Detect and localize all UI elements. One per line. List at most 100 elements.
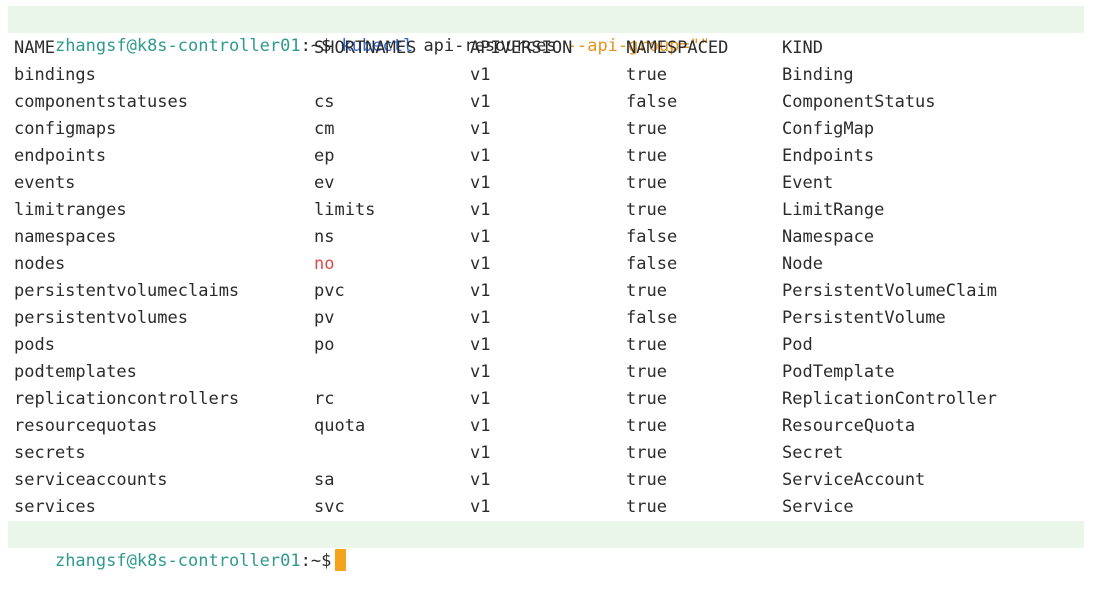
cell-shortname: svc: [314, 497, 345, 517]
cell-kind: Event: [782, 173, 834, 193]
cell-namespaced: true: [626, 146, 667, 166]
cell-apiversion: v1: [470, 308, 491, 328]
cell-kind: ReplicationController: [782, 389, 997, 409]
command-flag-value: "": [689, 36, 711, 56]
final-prompt-user-host: zhangsf@k8s-controller01: [54, 551, 301, 571]
final-prompt-line[interactable]: zhangsf@k8s-controller01:~$: [8, 521, 1084, 571]
cell-kind: ComponentStatus: [782, 92, 936, 112]
cell-shortname: quota: [314, 416, 366, 436]
cell-namespaced: true: [626, 119, 667, 139]
cell-kind: PersistentVolumeClaim: [782, 281, 997, 301]
cell-apiversion: v1: [470, 119, 491, 139]
cell-namespaced: true: [626, 443, 667, 463]
cell-kind: Service: [782, 497, 854, 517]
cell-apiversion: v1: [470, 173, 491, 193]
cell-namespaced: false: [626, 227, 678, 247]
cell-kind: Endpoints: [782, 146, 875, 166]
cell-namespaced: true: [626, 389, 667, 409]
cell-name: bindings: [14, 65, 96, 85]
cell-kind: Binding: [782, 65, 854, 85]
cell-name: componentstatuses: [14, 92, 188, 112]
table-row: endpoints ep v1 true Endpoints: [8, 143, 1084, 170]
cell-apiversion: v1: [470, 92, 491, 112]
cell-namespaced: true: [626, 470, 667, 490]
cell-kind: ConfigMap: [782, 119, 875, 139]
cell-apiversion: v1: [470, 65, 491, 85]
table-row: bindings v1 true Binding: [8, 62, 1084, 89]
cell-namespaced: true: [626, 362, 667, 382]
cell-apiversion: v1: [470, 281, 491, 301]
cell-kind: PersistentVolume: [782, 308, 946, 328]
cell-apiversion: v1: [470, 146, 491, 166]
cell-namespaced: true: [626, 281, 667, 301]
header-shortnames: SHORTNAMES: [314, 38, 417, 58]
cell-namespaced: true: [626, 200, 667, 220]
cell-kind: LimitRange: [782, 200, 885, 220]
cell-name: secrets: [14, 443, 86, 463]
cell-kind: Pod: [782, 335, 813, 355]
cell-kind: PodTemplate: [782, 362, 895, 382]
cell-shortname: limits: [314, 200, 376, 220]
cell-namespaced: true: [626, 416, 667, 436]
cell-shortname: cm: [314, 119, 335, 139]
cell-apiversion: v1: [470, 200, 491, 220]
cell-shortname: no: [314, 254, 335, 274]
table-row: secrets v1 true Secret: [8, 440, 1084, 467]
cell-name: podtemplates: [14, 362, 137, 382]
cell-namespaced: false: [626, 254, 678, 274]
cell-apiversion: v1: [470, 254, 491, 274]
cell-kind: ResourceQuota: [782, 416, 916, 436]
cell-name: persistentvolumes: [14, 308, 188, 328]
cell-kind: Secret: [782, 443, 844, 463]
prompt-path: :~$: [300, 36, 342, 56]
cell-namespaced: true: [626, 335, 667, 355]
command-args: api-resources: [413, 36, 567, 56]
cell-shortname: po: [314, 335, 335, 355]
cell-apiversion: v1: [470, 389, 491, 409]
header-namespaced: NAMESPACED: [626, 38, 729, 58]
table-row: limitranges limits v1 true LimitRange: [8, 197, 1084, 224]
cell-name: services: [14, 497, 96, 517]
cell-shortname: pvc: [314, 281, 345, 301]
cell-name: limitranges: [14, 200, 127, 220]
cell-name: events: [14, 173, 76, 193]
prompt-user-host: zhangsf@k8s-controller01: [54, 36, 301, 56]
cell-apiversion: v1: [470, 443, 491, 463]
cell-namespaced: false: [626, 92, 678, 112]
cell-apiversion: v1: [470, 416, 491, 436]
cell-namespaced: true: [626, 497, 667, 517]
header-kind: KIND: [782, 38, 823, 58]
cell-namespaced: true: [626, 65, 667, 85]
cell-name: nodes: [14, 254, 66, 274]
cell-apiversion: v1: [470, 497, 491, 517]
header-name: NAME: [14, 38, 55, 58]
cell-apiversion: v1: [470, 470, 491, 490]
cell-name: namespaces: [14, 227, 117, 247]
table-header-row: NAME SHORTNAMES APIVERSION NAMESPACED KI…: [8, 35, 1084, 62]
command-name: kubectl: [341, 36, 414, 56]
cell-name: serviceaccounts: [14, 470, 168, 490]
cell-shortname: ep: [314, 146, 335, 166]
terminal-window[interactable]: zhangsf@k8s-controller01:~$ kubectl api-…: [0, 0, 1099, 571]
cell-shortname: rc: [314, 389, 335, 409]
cell-kind: ServiceAccount: [782, 470, 926, 490]
command-flag: --api-group=: [566, 36, 690, 56]
cell-name: replicationcontrollers: [14, 389, 240, 409]
cell-name: endpoints: [14, 146, 107, 166]
text-cursor: [335, 549, 347, 571]
cell-apiversion: v1: [470, 227, 491, 247]
cell-shortname: ns: [314, 227, 335, 247]
table-row: replicationcontrollers rc v1 true Replicatio…: [8, 386, 1084, 413]
cell-apiversion: v1: [470, 335, 491, 355]
command-line: zhangsf@k8s-controller01:~$ kubectl api-…: [8, 6, 1084, 56]
